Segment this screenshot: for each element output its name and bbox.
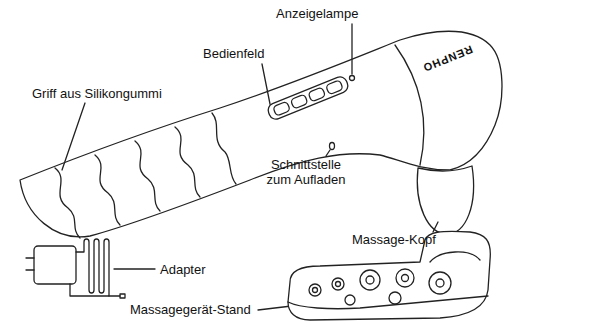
massager-body [20,31,502,237]
leader-line [326,150,330,156]
part-label: Massage-Kopf [352,232,436,247]
leader-line [433,222,438,232]
part-label: Schnittstelle zum Aufladen [264,157,348,187]
adapter [26,239,125,298]
massager-stand [288,231,490,320]
leader-line [262,64,270,104]
grip-pattern [95,155,120,225]
grip-pattern [175,127,200,197]
grip-pattern [55,168,80,238]
part-label: Massagegerät-Stand [130,302,251,317]
leader-line [62,103,85,170]
part-label: Adapter [160,262,206,277]
control-panel [266,75,350,121]
grip-pattern [135,141,160,211]
part-label: Griff aus Silikongummi [32,86,162,101]
charge-port [330,143,335,150]
part-label: Bedienfeld [203,46,264,61]
head-seam [395,45,424,165]
part-label: Anzeigelampe [276,6,358,21]
massage-head [417,166,473,234]
indicator-lamp [350,76,355,81]
grip-pattern [212,113,236,184]
leader-line [114,268,155,269]
leader-line [351,24,352,74]
